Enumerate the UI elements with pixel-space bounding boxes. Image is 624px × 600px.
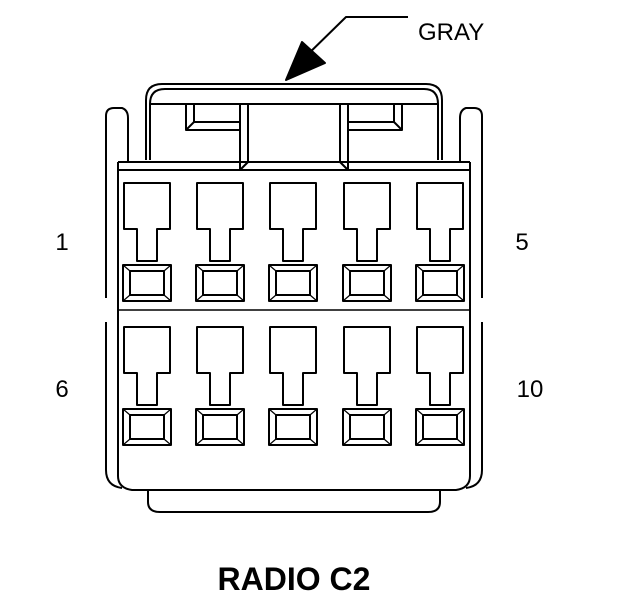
pin-label-5: 5 — [515, 229, 528, 256]
pin-cavity-4 — [342, 182, 392, 302]
pin-cavity-6 — [122, 326, 172, 446]
pin-cavity-5 — [415, 182, 465, 302]
pin-cavity-3 — [268, 182, 318, 302]
pin-cavities — [122, 182, 465, 446]
pin-cavity-7 — [195, 326, 245, 446]
connector-title: RADIO C2 — [218, 561, 371, 597]
pin-label-10: 10 — [517, 376, 544, 403]
pin-label-1: 1 — [55, 229, 68, 256]
pin-cavity-2 — [195, 182, 245, 302]
pin-cavity-10 — [415, 326, 465, 446]
color-label: GRAY — [418, 19, 484, 46]
color-leader-arrow — [285, 16, 408, 81]
pin-cavity-1 — [122, 182, 172, 302]
connector-latch — [185, 103, 403, 171]
pin-cavity-8 — [268, 326, 318, 446]
connector-housing — [105, 83, 483, 513]
pin-cavity-9 — [342, 326, 392, 446]
pin-label-6: 6 — [55, 376, 68, 403]
